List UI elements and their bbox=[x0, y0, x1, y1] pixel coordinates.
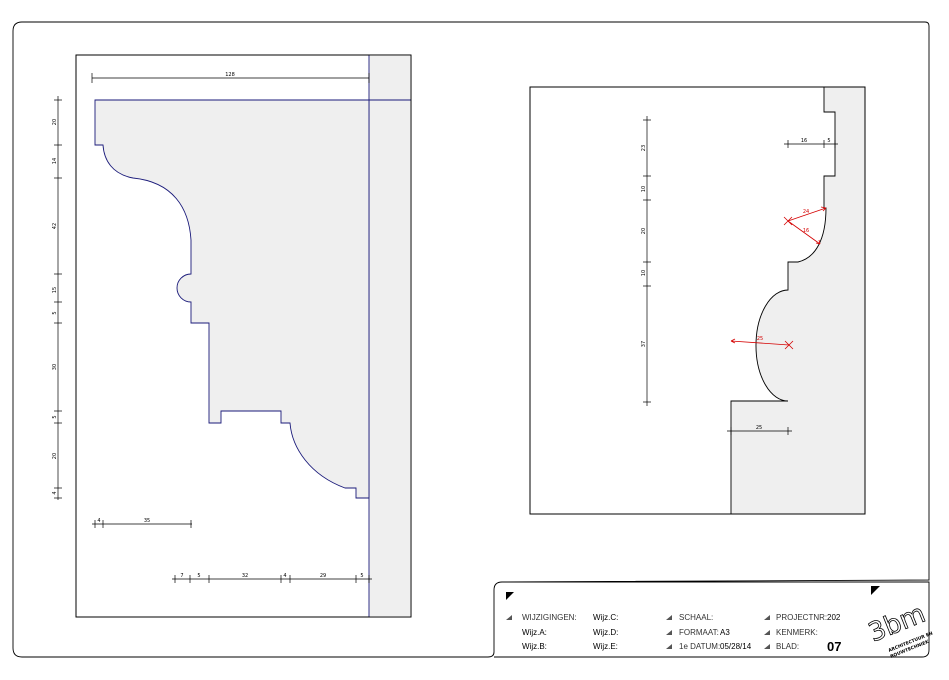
radius-label-2: 16 bbox=[803, 228, 809, 234]
vdim-3: 42 bbox=[52, 223, 58, 229]
vdim-2: 14 bbox=[52, 158, 58, 164]
right-top-dimension: 16 5 bbox=[784, 138, 838, 148]
blad-label: BLAD: bbox=[776, 642, 799, 651]
blad-value: 07 bbox=[827, 639, 841, 654]
projectnr-value: 202 bbox=[827, 613, 841, 622]
rhdim-2: 5 bbox=[827, 138, 830, 144]
rvdim-5: 37 bbox=[641, 341, 647, 347]
marker-icon bbox=[666, 615, 672, 620]
right-bottom-dimension: 25 bbox=[727, 425, 792, 435]
vdim-4: 15 bbox=[52, 287, 58, 293]
hdim-1: 4 bbox=[97, 518, 100, 524]
wijz-d-label: Wijz.D: bbox=[593, 628, 618, 637]
rvdim-1: 23 bbox=[641, 145, 647, 151]
vdim-9: 4 bbox=[52, 491, 58, 494]
marker-icon bbox=[506, 615, 512, 620]
hdim-3: 7 bbox=[180, 573, 183, 579]
wijz-e-label: Wijz.E: bbox=[593, 642, 618, 651]
left-wall-band bbox=[369, 55, 411, 617]
hdim-5: 32 bbox=[242, 573, 248, 579]
marker-icon bbox=[666, 644, 672, 649]
right-molding-profile bbox=[730, 86, 866, 515]
hdim-7: 29 bbox=[320, 573, 326, 579]
vdim-1: 20 bbox=[52, 119, 58, 125]
radius-label-1: 24 bbox=[803, 209, 809, 215]
kenmerk-label: KENMERK: bbox=[776, 628, 818, 637]
company-logo: 3bm ARCHITECTUUR EN BOUWTECHNIEK bbox=[864, 598, 934, 659]
radius-label-3: 25 bbox=[757, 336, 763, 342]
dim-top-label: 128 bbox=[225, 72, 235, 78]
datum-value: 05/28/14 bbox=[720, 642, 752, 651]
title-block: WIJZIGINGEN: Wijz.A: Wijz.B: Wijz.C: Wij… bbox=[506, 586, 934, 660]
marker-icon bbox=[764, 630, 770, 635]
marker-icon bbox=[666, 630, 672, 635]
rvdim-2: 10 bbox=[641, 186, 647, 192]
left-vertical-dimension: 20 14 42 15 5 30 5 20 4 bbox=[52, 96, 62, 500]
marker-icon bbox=[764, 615, 770, 620]
hdim-2: 35 bbox=[144, 518, 150, 524]
vdim-8: 20 bbox=[52, 453, 58, 459]
left-bottom-dimension-1: 4 35 bbox=[92, 518, 192, 528]
right-vertical-dimension: 23 10 20 10 37 bbox=[641, 116, 651, 406]
right-detail-drawing: 16 5 23 10 20 10 37 bbox=[529, 86, 866, 515]
hdim-8: 5 bbox=[360, 573, 363, 579]
schaal-label: SCHAAL: bbox=[679, 613, 713, 622]
wijzigingen-label: WIJZIGINGEN: bbox=[522, 613, 577, 622]
vdim-5: 5 bbox=[52, 311, 58, 314]
wijz-a-label: Wijz.A: bbox=[522, 628, 547, 637]
formaat-label: FORMAAT: bbox=[679, 628, 719, 637]
datum-label: 1e DATUM: bbox=[679, 642, 720, 651]
rhdim-1: 16 bbox=[801, 138, 807, 144]
rvdim-3: 20 bbox=[641, 228, 647, 234]
left-bottom-dimension-2: 7 5 32 4 29 5 bbox=[172, 573, 372, 583]
rvdim-4: 10 bbox=[641, 270, 647, 276]
left-detail-drawing: 128 20 14 42 15 5 30 5 20 bbox=[52, 54, 412, 618]
vdim-7: 5 bbox=[52, 415, 58, 418]
sheet-border bbox=[12, 21, 930, 658]
wijz-c-label: Wijz.C: bbox=[593, 613, 618, 622]
vdim-6: 30 bbox=[52, 364, 58, 370]
title-block-border bbox=[494, 581, 930, 658]
wijz-b-label: Wijz.B: bbox=[522, 642, 547, 651]
left-molding-profile bbox=[94, 99, 370, 499]
hdim-4: 5 bbox=[197, 573, 200, 579]
hdim-6: 4 bbox=[283, 573, 286, 579]
radius-annotations bbox=[730, 206, 827, 350]
projectnr-label: PROJECTNR: bbox=[776, 613, 827, 622]
marker-icon bbox=[764, 644, 770, 649]
left-top-dimension: 128 bbox=[91, 72, 370, 83]
formaat-value: A3 bbox=[720, 628, 730, 637]
rbdim-1: 25 bbox=[756, 425, 762, 431]
